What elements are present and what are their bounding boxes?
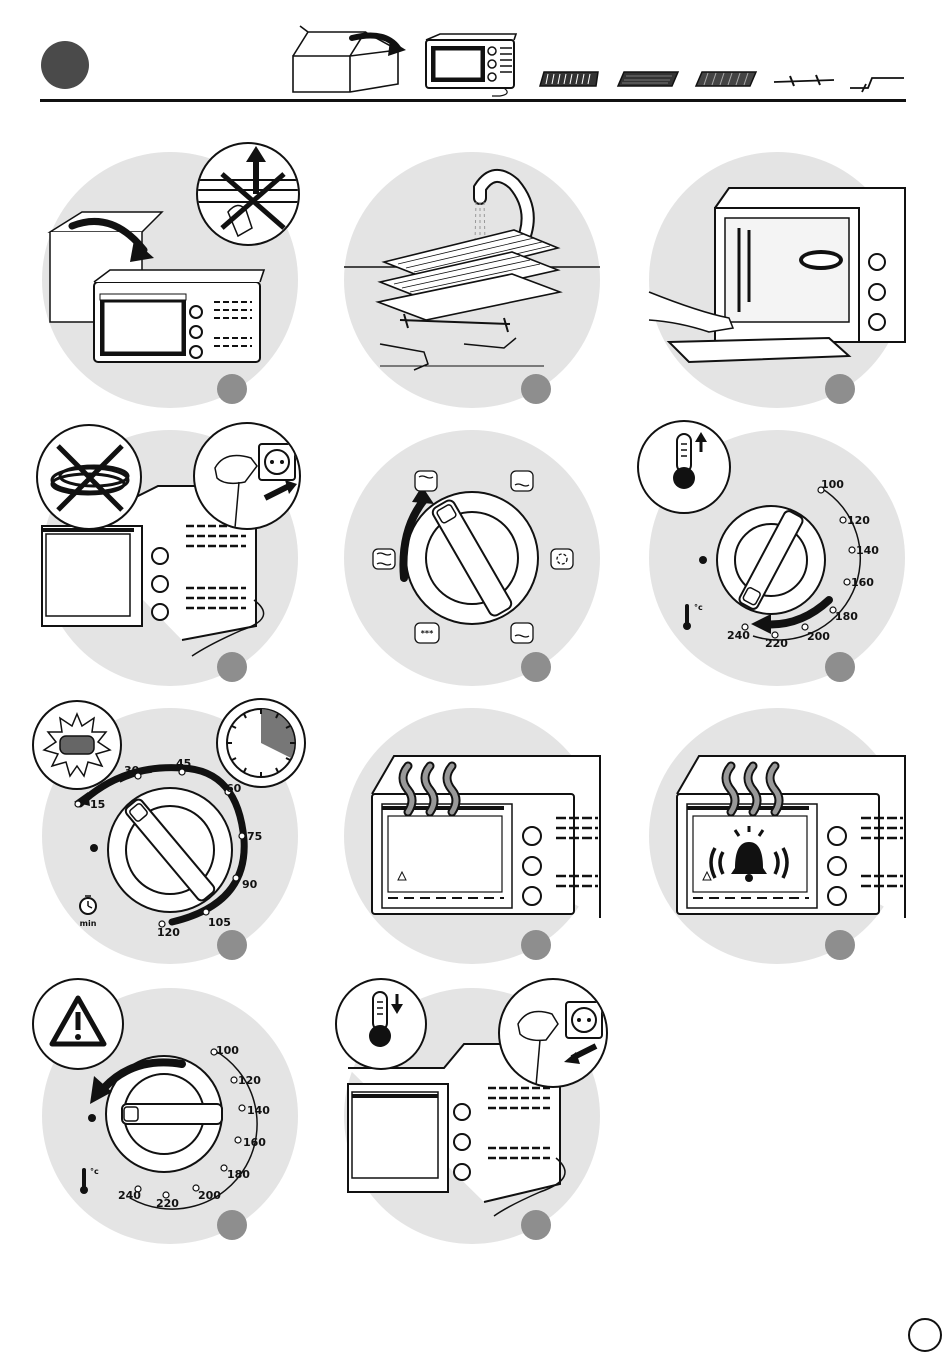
- remove-film-callout: [196, 142, 300, 246]
- minutes-unit: min: [80, 919, 97, 928]
- step-badge: [521, 652, 551, 682]
- unplug-socket-icon: [500, 980, 606, 1086]
- time-label: 105: [208, 916, 231, 929]
- wash-accessories-illustration: [344, 152, 600, 408]
- temp-label: 100: [216, 1044, 239, 1057]
- wire-rack-icon: [538, 70, 602, 90]
- temp-label: 220: [765, 637, 788, 650]
- top-bottom-heat-icon: [372, 548, 396, 570]
- wipe-interior-illustration: [649, 152, 905, 408]
- temp-label: 180: [227, 1168, 250, 1181]
- unplug-callout: [498, 978, 608, 1088]
- indicator-light-callout: [32, 700, 122, 790]
- time-label: 45: [176, 757, 191, 770]
- box-icon: [290, 28, 415, 96]
- celsius-unit: °c: [694, 603, 703, 612]
- warning-icon: [34, 980, 122, 1068]
- baking-tray-icon: [616, 70, 680, 90]
- temp-label: 120: [847, 514, 870, 527]
- indicator-light-icon: [34, 702, 120, 788]
- time-label: 75: [247, 830, 262, 843]
- step-badge: [217, 1210, 247, 1240]
- temperature-up-callout: [637, 420, 731, 514]
- page-number-marker: [908, 1318, 942, 1352]
- celsius-unit: °c: [90, 1167, 99, 1176]
- step-badge: [217, 374, 247, 404]
- time-label: 90: [242, 878, 258, 891]
- temp-label: 160: [851, 576, 874, 589]
- time-label: 15: [90, 798, 105, 811]
- remove-protective-film-icon: [198, 144, 298, 244]
- bottom-heat-icon: [510, 470, 534, 492]
- tray-handle-icon: [848, 72, 906, 94]
- step-badge: [825, 652, 855, 682]
- temp-label: 120: [238, 1074, 261, 1087]
- temp-label: 160: [243, 1136, 266, 1149]
- temp-label: 220: [156, 1197, 179, 1210]
- temperature-down-callout: [335, 978, 427, 1070]
- temp-label: 200: [198, 1189, 221, 1202]
- clock-callout: [216, 698, 306, 788]
- convection-icon: [550, 548, 574, 570]
- temp-label: 240: [727, 629, 750, 642]
- warning-callout: [32, 978, 124, 1070]
- step-badge: [217, 930, 247, 960]
- oven-bell-illustration: [649, 708, 905, 964]
- time-label: 120: [157, 926, 180, 939]
- unwound-cord-callout: [36, 424, 142, 530]
- oven-heating-illustration: [344, 708, 600, 964]
- section-marker: [41, 41, 89, 89]
- temp-label: 100: [821, 478, 844, 491]
- rotisserie-icon: ***: [414, 622, 440, 644]
- time-label: 30: [124, 764, 140, 777]
- temp-label: 180: [835, 610, 858, 623]
- thermometer-up-icon: [639, 422, 729, 512]
- temp-label: 140: [856, 544, 879, 557]
- step-badge: [521, 374, 551, 404]
- thermometer-down-icon: [337, 980, 425, 1068]
- step-badge: [825, 374, 855, 404]
- clock-icon: [218, 700, 304, 786]
- no-coiled-cord-icon: [38, 426, 140, 528]
- top-heat-icon: [414, 470, 438, 492]
- rotisserie-spit-icon: [772, 72, 836, 90]
- oven-icon: [424, 34, 518, 98]
- step-badge: [521, 930, 551, 960]
- header-rule: [40, 99, 906, 102]
- step-badge: [825, 930, 855, 960]
- socket-callout: [193, 422, 301, 530]
- temp-label: 240: [118, 1189, 141, 1202]
- temp-label: 200: [807, 630, 830, 643]
- step-badge: [521, 1210, 551, 1240]
- plug-into-socket-icon: [195, 424, 299, 528]
- step-badge: [217, 652, 247, 682]
- svg-text:***: ***: [421, 629, 434, 638]
- defrost-icon: [510, 622, 534, 644]
- grill-rack-icon: [694, 70, 758, 90]
- temp-label: 140: [247, 1104, 270, 1117]
